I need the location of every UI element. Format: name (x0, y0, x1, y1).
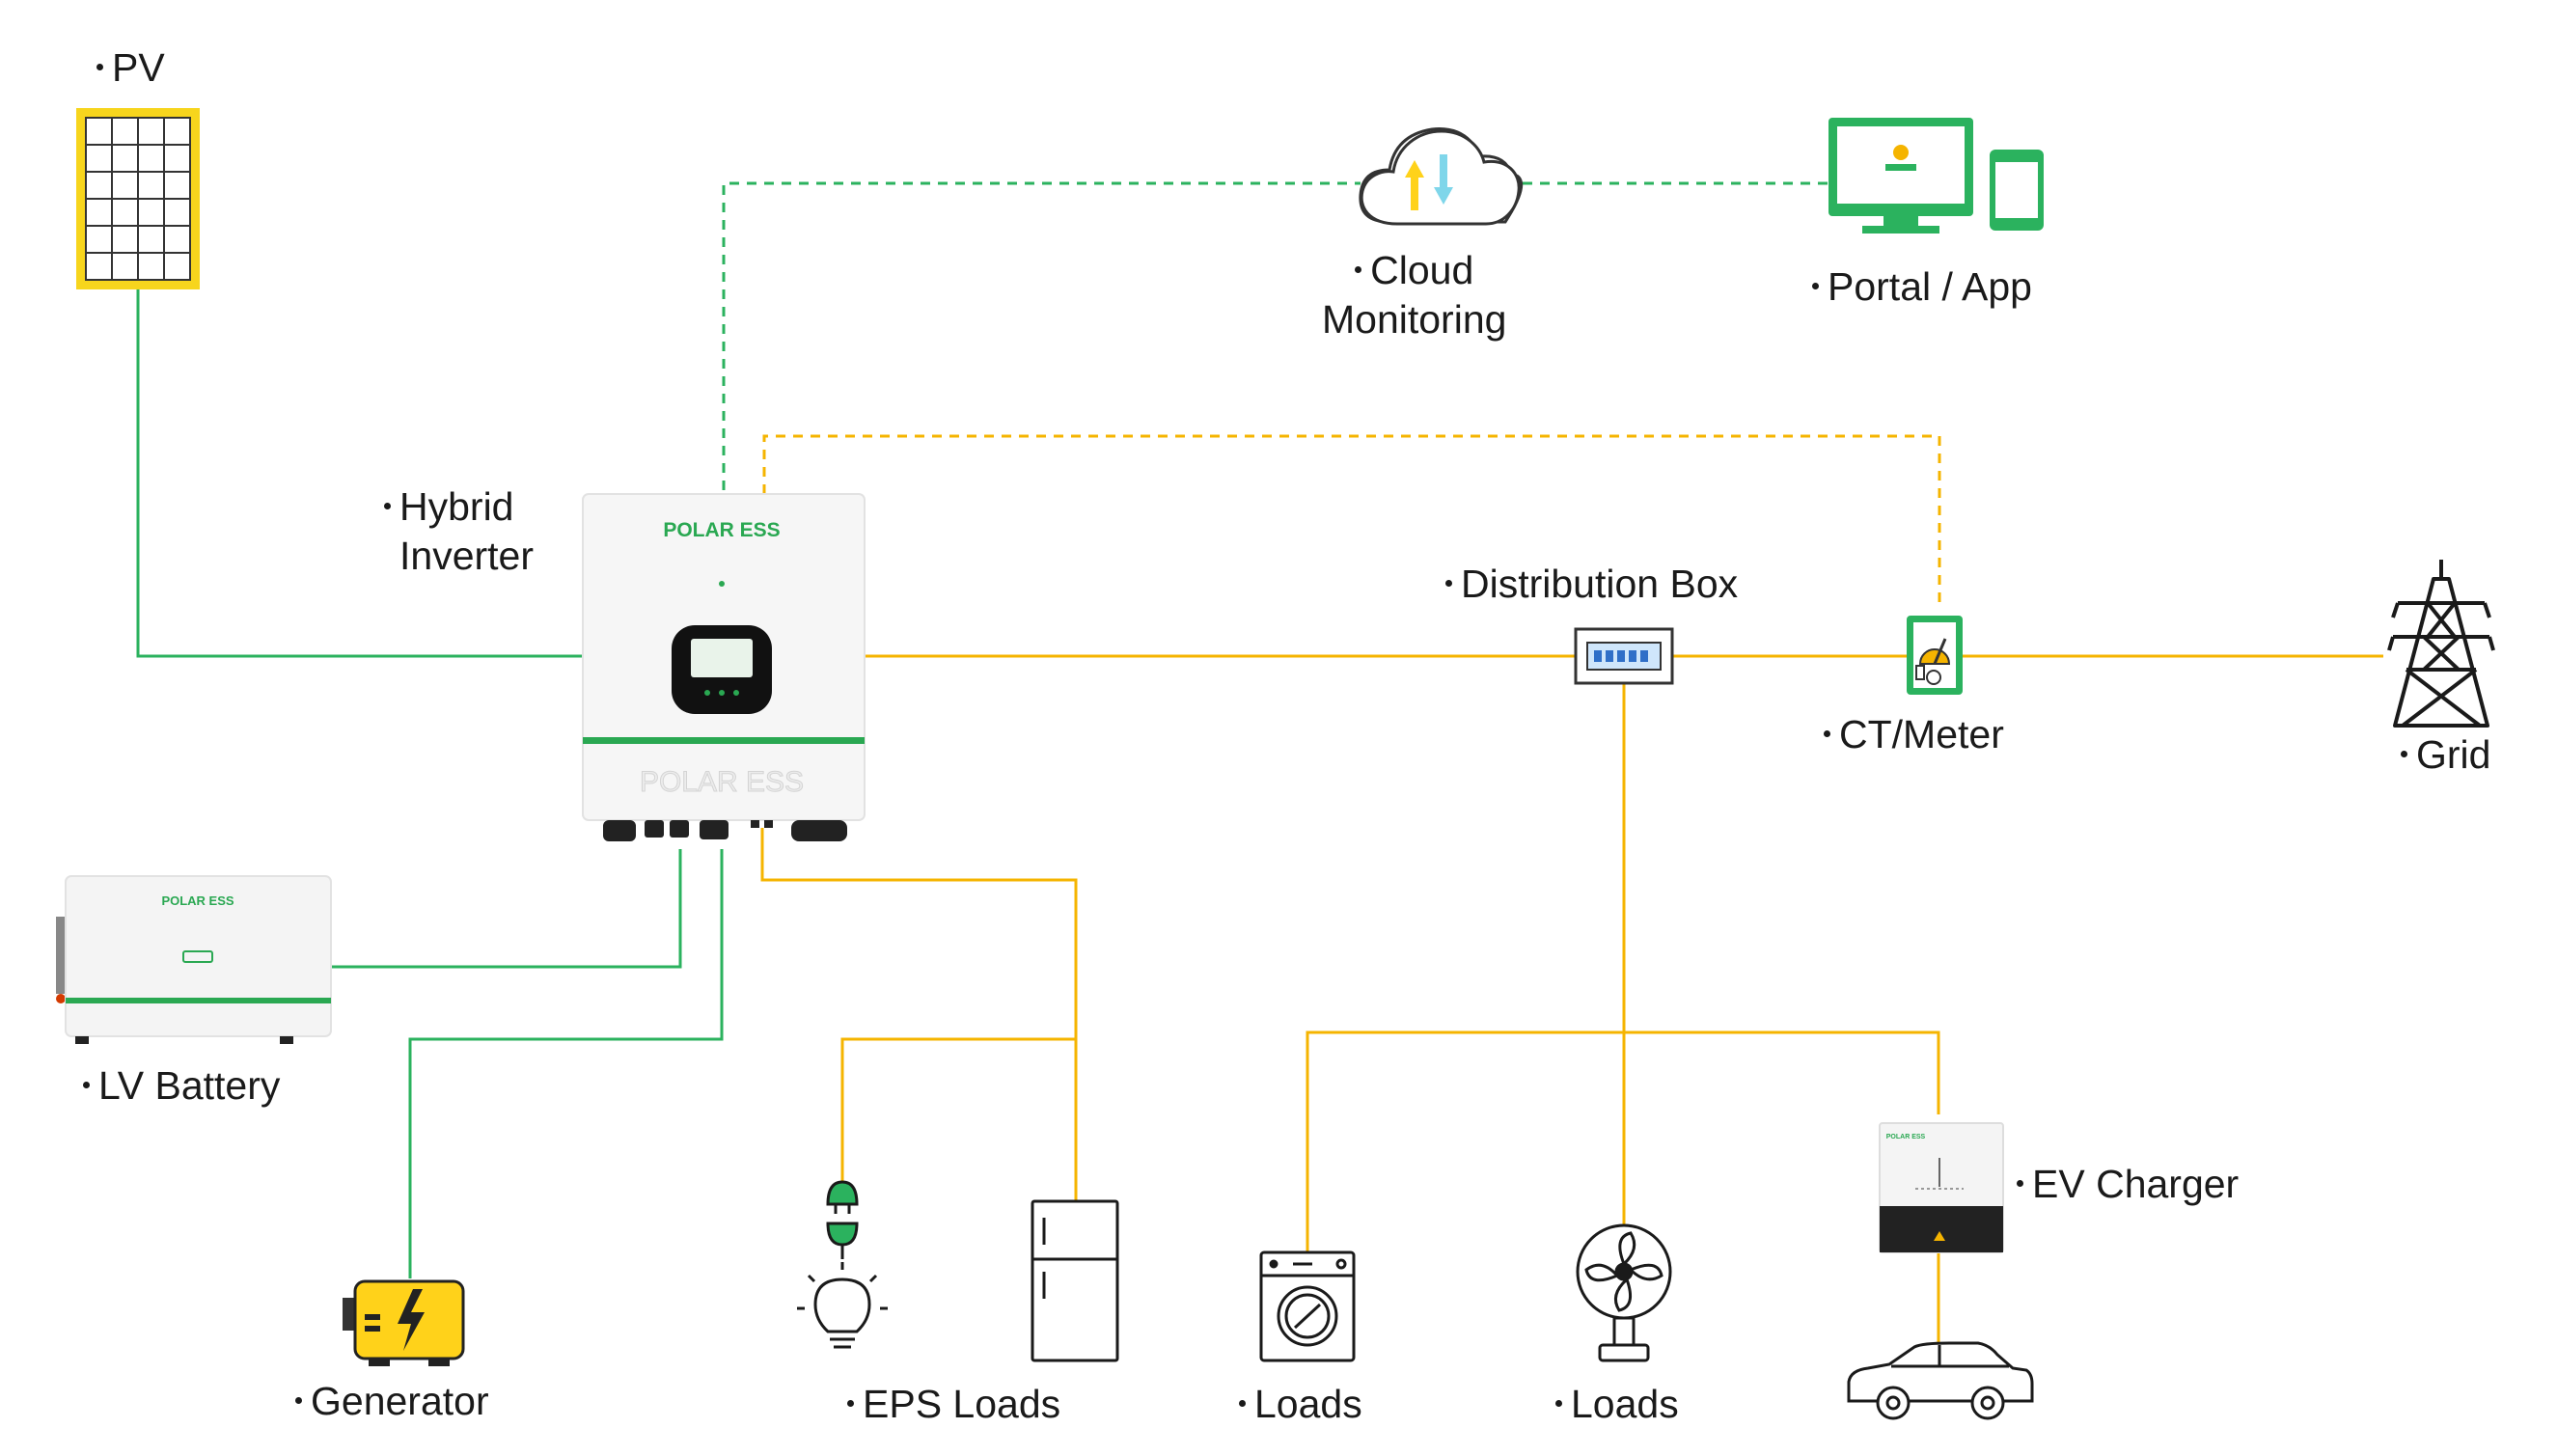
loads-branch-line (1306, 1030, 1940, 1252)
bullet-dot (1555, 1399, 1562, 1407)
battery-icon: POLAR ESS (56, 875, 332, 1044)
bullet-dot (96, 63, 103, 70)
ev-charger-label: EV Charger (2017, 1160, 2239, 1209)
bullet-dot (1355, 265, 1362, 273)
solar-panel-icon (76, 108, 200, 289)
washing-machine-icon (1259, 1250, 1356, 1362)
portal-app-label: Portal / App (1812, 262, 2032, 312)
download-arrow-icon (1434, 154, 1453, 205)
bullet-dot (83, 1081, 90, 1088)
refrigerator-icon (1031, 1199, 1119, 1362)
eps-bulb-branch (840, 1037, 1076, 1182)
hybrid-inverter-label: Hybrid Inverter (384, 482, 534, 581)
car-icon (1847, 1341, 2034, 1420)
bullet-dot (847, 1399, 854, 1407)
ct-meter-icon (1907, 616, 1963, 695)
plug-icon (826, 1180, 859, 1259)
inverter-label-line1: Hybrid (384, 484, 513, 529)
bullet-dot (2017, 1179, 2023, 1187)
generator-to-inverter-line (408, 849, 724, 1278)
fan-icon (1576, 1223, 1672, 1362)
distribution-box-icon (1574, 627, 1674, 685)
upload-arrow-icon (1405, 160, 1424, 210)
pv-to-inverter-line (136, 289, 583, 658)
loads-label-1: Loads (1239, 1380, 1362, 1429)
bullet-dot (1812, 282, 1819, 289)
bullet-dot (1239, 1399, 1246, 1407)
dc-lines (136, 289, 724, 1278)
inverter-to-eps-line (760, 828, 1078, 1201)
ac-lines (760, 654, 2383, 1343)
cloud-icon (1359, 127, 1524, 226)
ct-meter-label: CT/Meter (1824, 710, 2004, 759)
lv-battery-label: LV Battery (83, 1061, 280, 1111)
ev-charger-logo: POLAR ESS (1886, 1134, 1926, 1140)
battery-logo: POLAR ESS (161, 893, 234, 908)
cloud-monitoring-label: Cloud Monitoring (1322, 246, 1506, 344)
bullet-dot (295, 1396, 302, 1404)
pv-label: PV (96, 43, 165, 93)
bullet-dot (2401, 750, 2407, 757)
phone-icon (1990, 150, 2044, 231)
comm-dashed-line (722, 181, 1361, 490)
cloud-label-line1: Cloud (1355, 248, 1473, 292)
bullet-dot (384, 502, 391, 509)
bullet-dot (1824, 729, 1830, 737)
generator-label: Generator (295, 1377, 489, 1426)
transmission-tower-icon (2387, 560, 2495, 728)
eps-loads-label: EPS Loads (847, 1380, 1060, 1429)
bullet-dot (1445, 579, 1452, 587)
battery-to-inverter-line (331, 849, 682, 969)
distribution-box-label: Distribution Box (1445, 560, 1738, 609)
light-bulb-icon (797, 1262, 888, 1349)
hybrid-inverter-icon: POLAR ESS POLAR ESS (582, 493, 866, 841)
ev-charger-icon: POLAR ESS (1879, 1122, 2004, 1253)
grid-label: Grid (2401, 730, 2490, 780)
inverter-connectors (603, 820, 847, 841)
monitor-icon (1828, 118, 1973, 234)
cloud-label-line2: Monitoring (1322, 297, 1507, 342)
inverter-label-line2: Inverter (399, 534, 534, 578)
inverter-logo: POLAR ESS (663, 519, 780, 541)
meter-dashed-line (762, 434, 1941, 610)
generator-icon (343, 1279, 465, 1366)
loads-label-2: Loads (1555, 1380, 1679, 1429)
inverter-embossed-logo: POLAR ESS (640, 766, 804, 798)
